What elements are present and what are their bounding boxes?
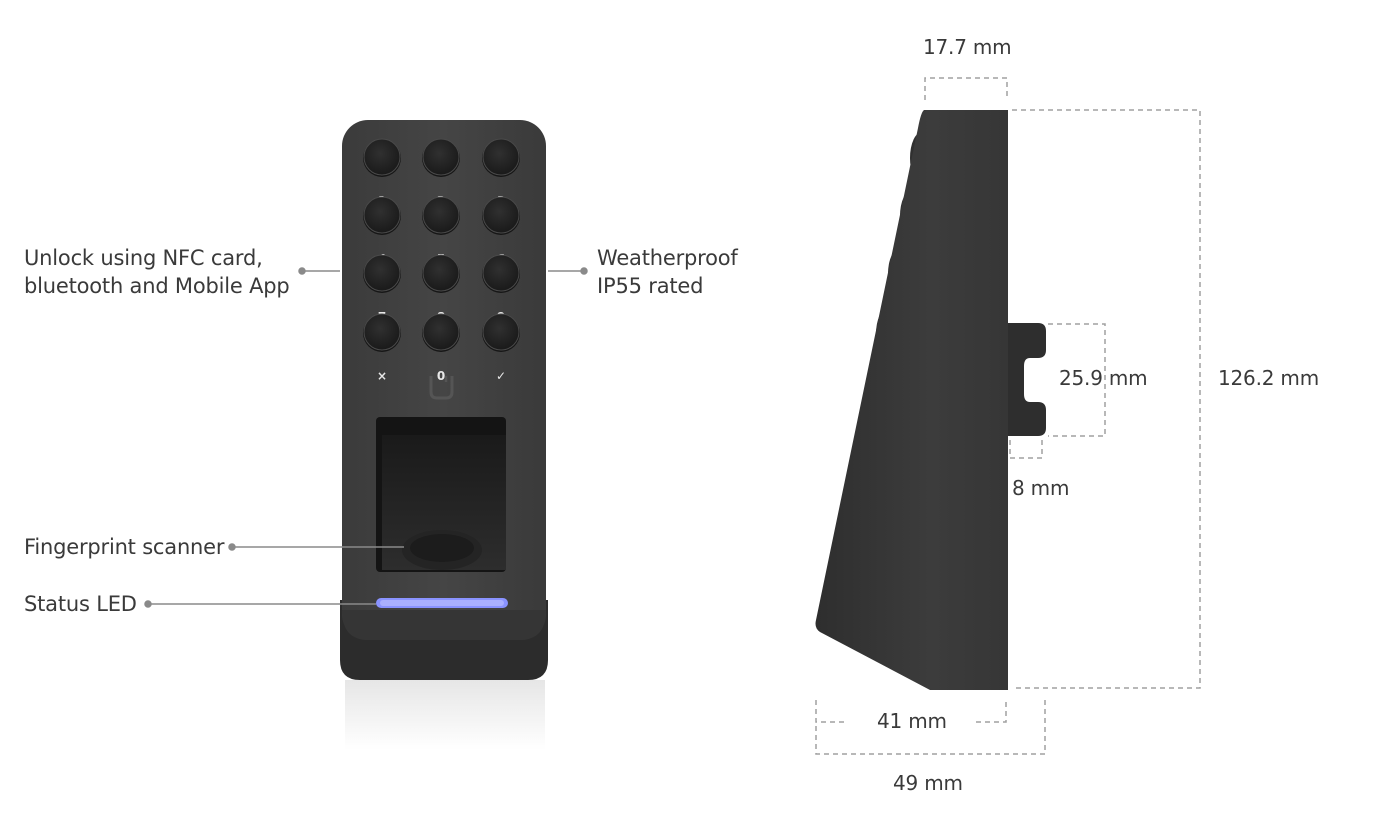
dim-line-depth-body-right <box>976 700 1007 723</box>
mount-bracket <box>1008 323 1046 436</box>
dim-line-thickness-top <box>924 77 1008 100</box>
keypad-key[interactable]: 0 <box>421 312 461 383</box>
keypad-key[interactable]: 7 <box>362 253 402 324</box>
keypad-key[interactable]: 8 <box>421 253 461 324</box>
weather-callout-line1: Weatherproof <box>597 246 738 270</box>
keypad-key-label: × <box>376 369 388 383</box>
dim-thickness-top: 17.7 mm <box>923 35 1012 59</box>
led-leader-dot <box>144 600 152 608</box>
keypad-key[interactable]: 2 <box>421 137 461 208</box>
keypad-key-shape <box>422 196 460 235</box>
fingerprint-sensor-pad <box>410 534 474 562</box>
dim-depth-body: 41 mm <box>877 709 947 733</box>
dim-line-depth-body-left <box>815 700 848 723</box>
keypad-key-shape <box>363 196 401 235</box>
floor-reflection <box>345 680 545 750</box>
keypad-key-shape <box>422 138 460 177</box>
device-front-bottom <box>342 610 546 640</box>
dim-line-bracket-height <box>1048 323 1106 437</box>
dim-height: 126.2 mm <box>1218 366 1319 390</box>
keypad-key[interactable]: ✓ <box>481 312 521 383</box>
status-led-callout: Status LED <box>24 592 137 616</box>
keypad-key-label: ✓ <box>495 369 507 383</box>
unlock-callout-line1: Unlock using NFC card, <box>24 246 263 270</box>
keypad-key-shape <box>422 313 460 352</box>
keypad-key[interactable]: × <box>362 312 402 383</box>
weather-callout-line2: IP55 rated <box>597 274 704 298</box>
weather-leader-dot <box>580 267 588 275</box>
keypad-key[interactable]: 5 <box>421 195 461 266</box>
keypad-key-shape <box>482 138 520 177</box>
keypad-key[interactable]: 6 <box>481 195 521 266</box>
ubiquiti-u-logo-icon <box>429 376 454 400</box>
dim-line-depth-total <box>815 698 1046 755</box>
keypad-key-shape <box>363 138 401 177</box>
keypad-key-shape <box>363 313 401 352</box>
keypad-key-shape <box>482 313 520 352</box>
unlock-leader-dot <box>298 267 306 275</box>
keypad-key[interactable]: 4 <box>362 195 402 266</box>
fingerprint-callout: Fingerprint scanner <box>24 535 225 559</box>
dim-line-bracket-depth <box>1009 440 1043 459</box>
dim-bracket-height: 25.9 mm <box>1059 366 1148 390</box>
keypad-key-shape <box>363 254 401 293</box>
keypad-key-label: 0 <box>436 369 446 383</box>
device-side-body <box>815 110 1008 690</box>
keypad-key-shape <box>422 254 460 293</box>
unlock-callout-line2: bluetooth and Mobile App <box>24 274 290 298</box>
keypad-key[interactable]: 9 <box>481 253 521 324</box>
status-led-glow <box>380 600 504 606</box>
keypad-key-shape <box>482 254 520 293</box>
keypad-key[interactable]: 3 <box>481 137 521 208</box>
dim-bracket-depth: 8 mm <box>1012 476 1070 500</box>
dim-line-height <box>1012 109 1201 689</box>
fingerprint-leader-dot <box>228 543 236 551</box>
keypad-key[interactable]: 1 <box>362 137 402 208</box>
dim-depth-total: 49 mm <box>893 771 963 795</box>
keypad-key-shape <box>482 196 520 235</box>
